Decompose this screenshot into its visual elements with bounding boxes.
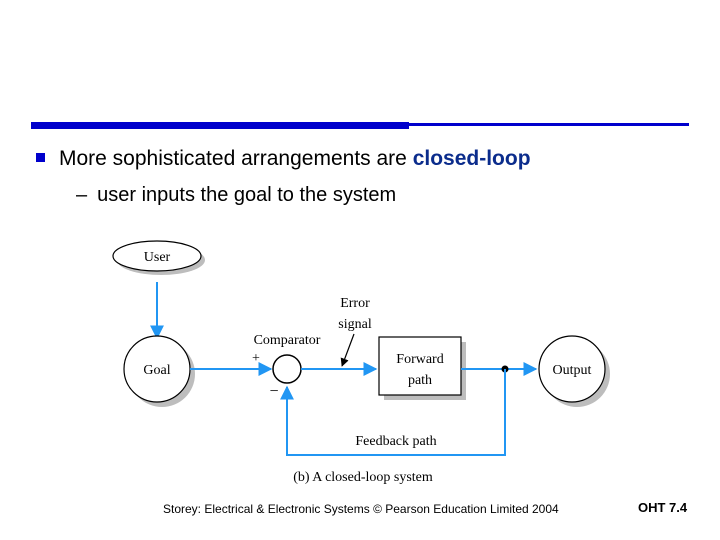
comparator-circle [272, 354, 302, 384]
sub-bullet: –user inputs the goal to the system [76, 184, 396, 207]
feedback-path-line [280, 369, 506, 456]
plus-sign: + [252, 351, 260, 366]
slide-number: OHT 7.4 [638, 500, 688, 515]
forward-label-2: path [408, 373, 432, 388]
user-ellipse [112, 240, 202, 272]
error-signal-pointer-arrow [340, 333, 355, 367]
diagram-caption: (b) A closed-loop system [293, 470, 433, 485]
user-label: User [144, 250, 171, 265]
sub-bullet-text: user inputs the goal to the system [97, 184, 397, 206]
error-label-2: signal [338, 317, 372, 332]
feedback-label: Feedback path [355, 434, 436, 449]
forward-path-box [378, 336, 462, 396]
bullet-text: More sophisticated arrangements are [59, 147, 413, 170]
forward-label-1: Forward [396, 352, 443, 367]
output-label: Output [553, 363, 592, 378]
closed-loop-diagram: User Goal Comparator + − Error signal Fo… [112, 240, 610, 485]
error-label-1: Error [340, 296, 370, 311]
footer-credit: Storey: Electrical & Electronic Systems … [163, 502, 559, 516]
title-rule-thick [31, 122, 409, 129]
bullet-emphasis: closed-loop [412, 147, 531, 170]
output-circle [538, 335, 606, 403]
main-bullet: More sophisticated arrangements are clos… [36, 147, 531, 171]
sub-bullet-dash: – [76, 184, 88, 206]
goal-label: Goal [143, 363, 170, 378]
bullet-square-icon [36, 153, 45, 162]
minus-sign: − [269, 383, 278, 400]
comparator-label: Comparator [254, 333, 321, 348]
title-rule-thin [409, 123, 689, 126]
